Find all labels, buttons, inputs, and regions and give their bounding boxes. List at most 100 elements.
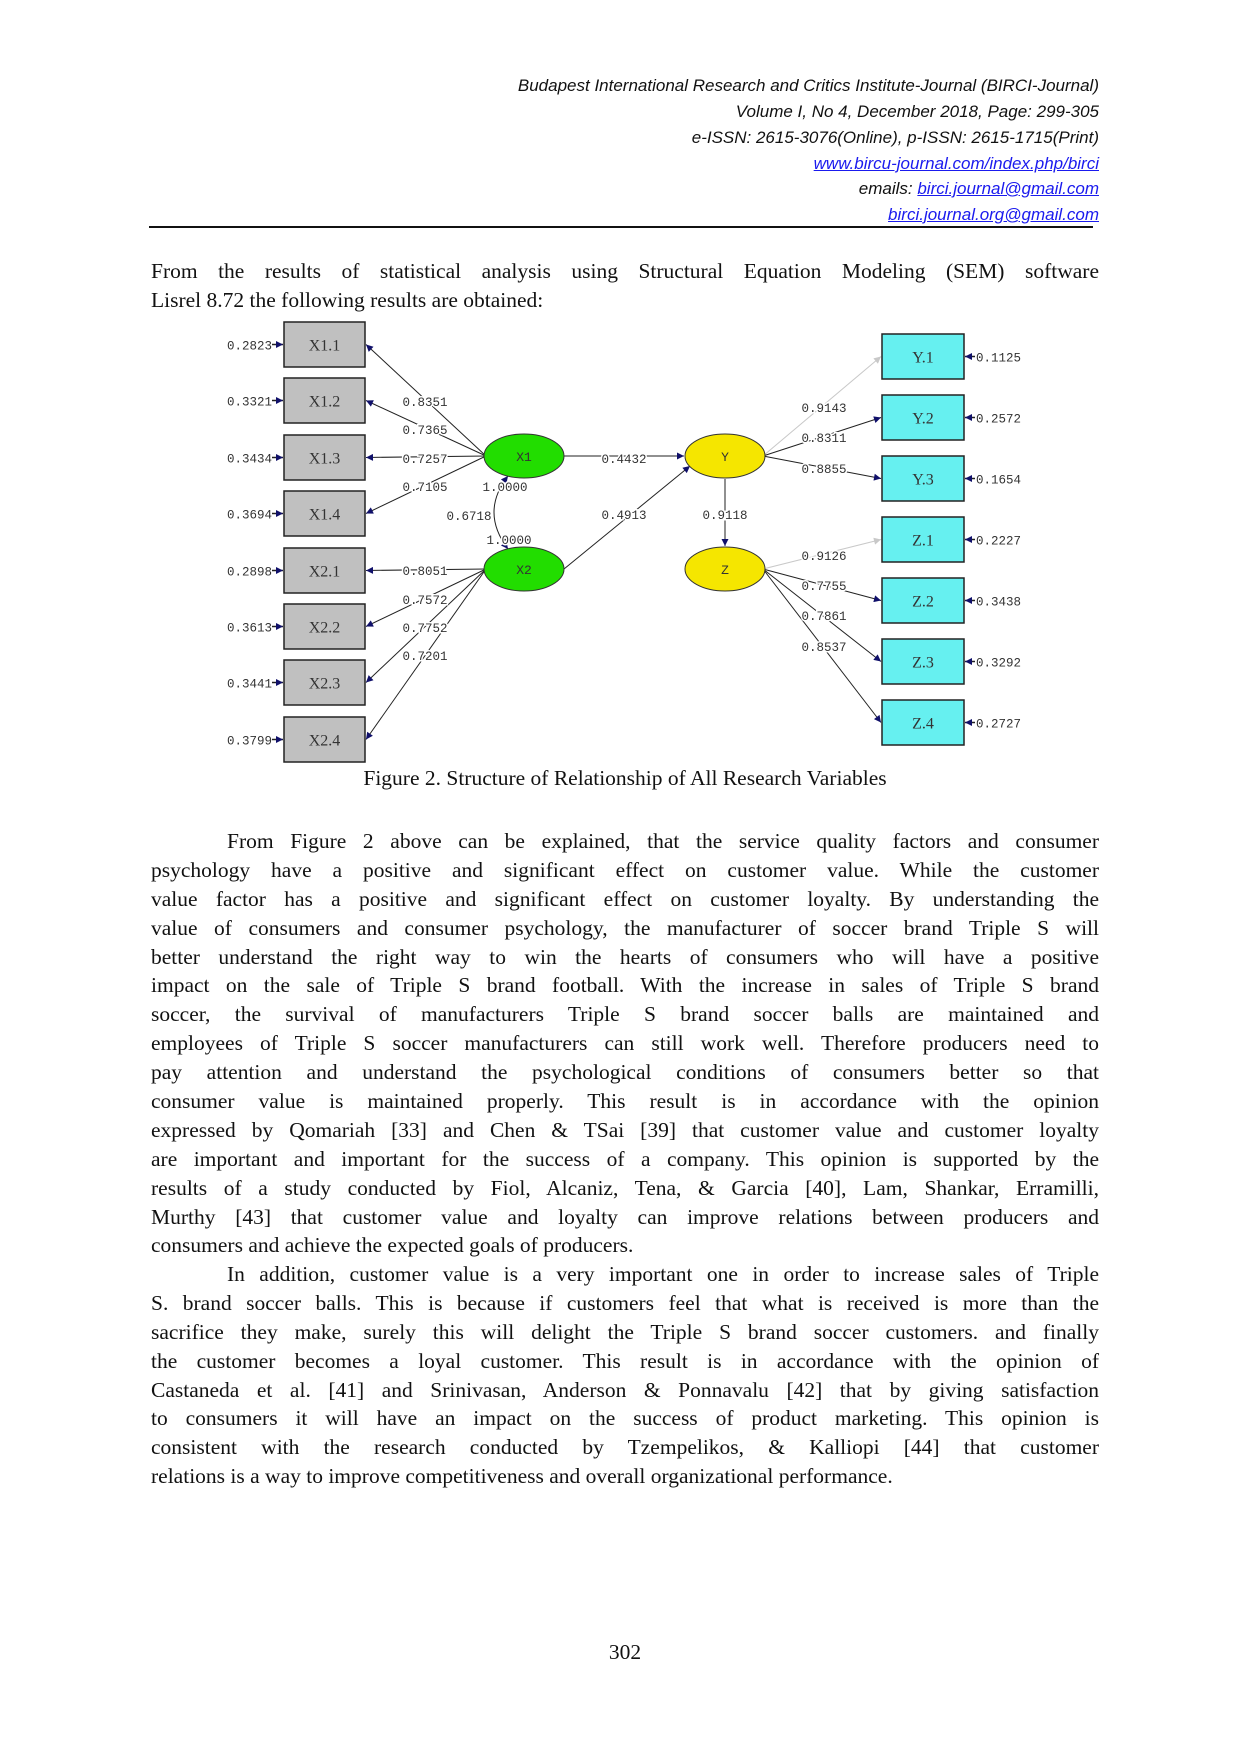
loading-arrow <box>365 568 487 740</box>
loading-value: 0.7201 <box>402 650 447 664</box>
loading-value: 0.7572 <box>402 594 447 608</box>
loading-value: 0.9143 <box>801 402 846 416</box>
indicator-box <box>283 603 366 650</box>
loading-value: 0.7861 <box>801 610 846 624</box>
text-line: are important and important for the succ… <box>151 1146 1099 1171</box>
loading-value: 0.7257 <box>402 453 447 467</box>
loading-arrow <box>762 568 882 662</box>
indicator-box <box>283 434 366 481</box>
indicator-box <box>283 659 366 706</box>
text-line: psychology have a positive and significa… <box>151 857 1099 882</box>
error-variance: 0.3321 <box>227 396 272 410</box>
indicator-label: Y.3 <box>912 472 934 489</box>
latent-z <box>684 546 766 592</box>
indicator-box <box>881 394 965 441</box>
indicator-label: X1.2 <box>309 394 341 411</box>
text-line: expressed by Qomariah [33] and Chen & TS… <box>151 1117 1099 1142</box>
latent-label: Y <box>721 450 729 465</box>
text-line: In addition, customer value is a very im… <box>227 1262 1099 1286</box>
latent-y <box>684 433 766 479</box>
loading-value: 0.8351 <box>402 396 447 410</box>
text-line: better understand the right way to win t… <box>151 944 1099 969</box>
path-coefficient: 1.0000 <box>486 534 531 548</box>
indicator-label: X1.1 <box>309 338 341 355</box>
loading-arrow <box>365 566 487 574</box>
figure-caption: Figure 2. Structure of Relationship of A… <box>363 766 887 790</box>
error-variance: 0.3694 <box>227 509 272 523</box>
indicator-box <box>881 699 965 746</box>
indicator-label: Y.1 <box>912 350 934 367</box>
text-line: the customer becomes a loyal customer. T… <box>151 1348 1099 1373</box>
error-variance: 0.2823 <box>227 340 272 354</box>
loading-value: 0.8051 <box>402 565 447 579</box>
text-line: From the results of statistical analysis… <box>151 259 1099 283</box>
path-arrow-x2-y <box>563 465 691 570</box>
indicator-box <box>881 516 965 563</box>
error-variance: 0.2572 <box>976 413 1021 427</box>
path-coefficient: 1.0000 <box>482 481 527 495</box>
text-line: consistent with the research conducted b… <box>151 1435 1099 1460</box>
path-coefficient: 0.6718 <box>446 510 491 524</box>
website-link[interactable]: www.bircu-journal.com/index.php/birci <box>813 154 1099 173</box>
loading-arrow <box>365 400 487 457</box>
sem-path-diagram: X1.10.2823X1.20.3321X1.30.3434X1.40.3694… <box>227 321 1021 763</box>
issn-info: e-ISSN: 2615-3076(Online), p-ISSN: 2615-… <box>691 128 1099 147</box>
text-line: Lisrel 8.72 the following results are ob… <box>151 287 544 312</box>
indicator-box <box>283 490 366 537</box>
text-line: relations is a way to improve competitiv… <box>151 1464 893 1489</box>
text-line: consumer value is maintained properly. T… <box>151 1089 1099 1114</box>
email-link-1[interactable]: birci.journal@gmail.com <box>917 179 1099 198</box>
error-variance: 0.3799 <box>227 735 272 749</box>
loading-arrow <box>365 344 487 457</box>
indicator-box <box>283 716 366 763</box>
emails-label: emails: <box>858 179 918 198</box>
indicator-box <box>881 577 965 624</box>
email-link-2[interactable]: birci.journal.org@gmail.com <box>888 205 1099 224</box>
covariance-arrow <box>493 475 509 550</box>
text-line: value of consumers and consumer psycholo… <box>151 915 1099 940</box>
error-variance: 0.3438 <box>976 596 1021 610</box>
text-line: employees of Triple S soccer manufacture… <box>151 1031 1099 1056</box>
loading-arrow <box>762 455 882 481</box>
path-coefficient: 0.9118 <box>702 509 747 523</box>
indicator-label: Z.4 <box>912 716 934 733</box>
loading-arrow <box>365 453 487 461</box>
error-variance: 0.2227 <box>976 535 1021 549</box>
loading-arrow <box>762 537 882 570</box>
indicator-label: X1.3 <box>309 451 341 468</box>
indicator-label: X2.1 <box>309 564 341 581</box>
indicator-label: X2.4 <box>309 733 341 750</box>
latent-x1 <box>483 433 565 479</box>
text-line: consumers and achieve the expected goals… <box>151 1233 634 1258</box>
loading-value: 0.7105 <box>402 481 447 495</box>
loading-arrow <box>365 568 487 683</box>
indicator-label: Z.3 <box>912 655 934 672</box>
latent-label: X1 <box>516 450 532 465</box>
loading-arrow <box>365 568 487 627</box>
text-line: S. brand soccer balls. This is because i… <box>151 1290 1099 1315</box>
indicator-box <box>283 377 366 424</box>
loading-value: 0.8855 <box>801 463 846 477</box>
journal-title: Budapest International Research and Crit… <box>517 76 1099 95</box>
indicator-label: X2.3 <box>309 676 341 693</box>
indicator-label: Y.2 <box>912 411 934 428</box>
error-variance: 0.2727 <box>976 718 1021 732</box>
loading-arrow <box>762 568 882 723</box>
path-coefficient: 0.4913 <box>601 509 646 523</box>
text-line: value factor has a positive and signific… <box>151 886 1099 911</box>
text-line: results of a study conducted by Fiol, Al… <box>151 1175 1099 1200</box>
latent-label: X2 <box>516 563 532 578</box>
volume-info: Volume I, No 4, December 2018, Page: 299… <box>735 102 1099 121</box>
indicator-box <box>881 455 965 502</box>
paragraph-2: In addition, customer value is a very im… <box>151 1260 1099 1491</box>
indicator-box <box>283 321 366 368</box>
text-line: Castaneda et al. [41] and Srinivasan, An… <box>151 1377 1099 1402</box>
loading-arrow <box>762 416 882 457</box>
indicator-label: Z.2 <box>912 594 934 611</box>
text-line: Murthy [43] that customer value and loya… <box>151 1204 1099 1229</box>
error-variance: 0.2898 <box>227 566 272 580</box>
indicator-box <box>283 547 366 594</box>
page-number: 302 <box>608 1640 642 1664</box>
indicator-box <box>881 333 965 380</box>
loading-value: 0.7755 <box>801 580 846 594</box>
